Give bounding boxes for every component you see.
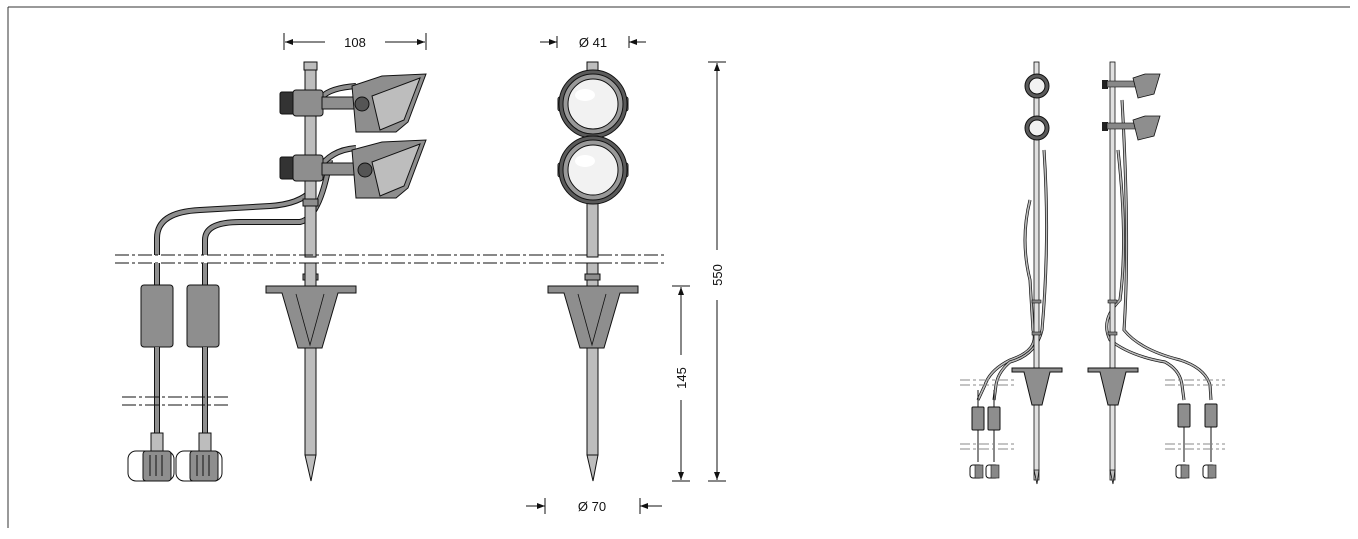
inline-connector-1 [127, 263, 175, 482]
dimension-label-base-diameter: Ø 70 [578, 499, 606, 514]
front-spike-tip [586, 454, 599, 482]
small-side-view [1087, 61, 1225, 485]
dimension-label-total-height: 550 [710, 264, 725, 286]
dimension-head-diameter: Ø 41 [540, 35, 646, 50]
front-pole-upper [586, 199, 599, 258]
spotlight-lower [279, 139, 427, 199]
dimension-head-width: 108 [283, 33, 427, 50]
dimension-label-spike-length: 145 [674, 367, 689, 389]
front-ground-base [547, 285, 639, 349]
dimension-total-height: 550 [708, 61, 726, 482]
dimension-label-head-width: 108 [344, 35, 366, 50]
spotlight-upper [279, 73, 427, 133]
front-lamp-upper [557, 69, 629, 139]
front-lamp-lower [557, 135, 629, 205]
inline-connector-2 [175, 263, 223, 482]
small-front-view [960, 61, 1063, 485]
dimension-base-diameter: Ø 70 [526, 498, 662, 514]
clamp-ring [302, 198, 319, 207]
side-view [115, 61, 665, 482]
spike-tip [304, 454, 317, 482]
ground-base [265, 285, 357, 349]
dimension-spike-length: 145 [672, 285, 690, 482]
dimension-label-head-diameter: Ø 41 [579, 35, 607, 50]
front-view [547, 61, 639, 482]
